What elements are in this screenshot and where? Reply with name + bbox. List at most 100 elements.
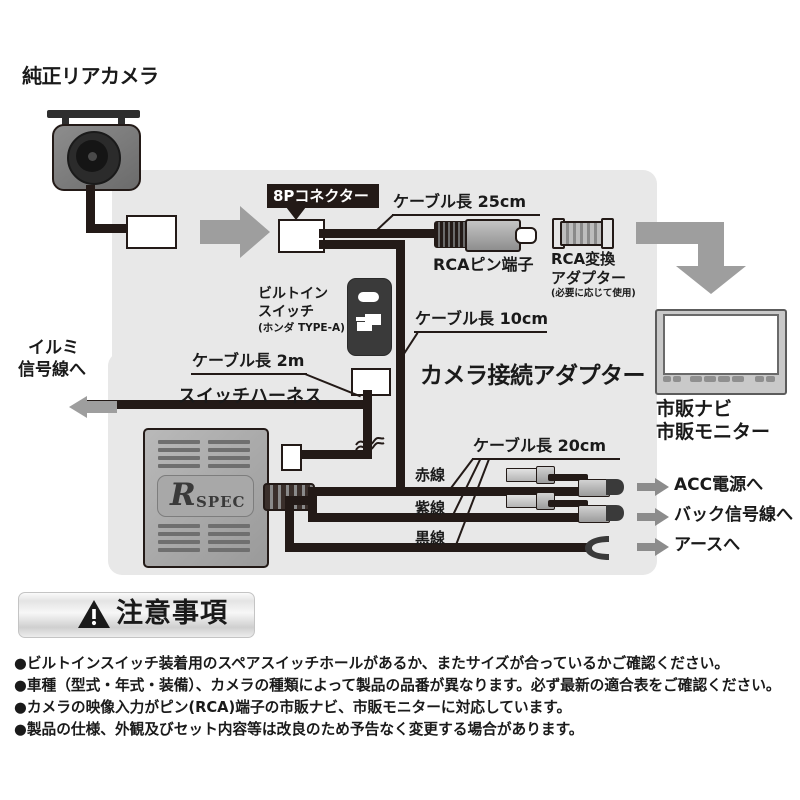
builtin-switch-note: (ホンダ TYPE-A) — [258, 322, 345, 334]
monitor-button — [732, 376, 744, 382]
rspec-vent — [208, 464, 250, 468]
builtin-switch-label-line1: ビルトイン — [258, 286, 328, 302]
rspec-vent — [158, 548, 200, 552]
rspec-vent — [208, 456, 250, 460]
main-cable-to-rca — [319, 229, 449, 238]
branch-cable-vertical — [396, 240, 405, 488]
adapter-title: カメラ接続アダプター — [420, 363, 646, 389]
rspec-brand-plate — [157, 475, 254, 517]
builtin-switch-label-line2: スイッチ — [258, 304, 314, 320]
switch-camera-pictogram-icon — [356, 314, 381, 331]
rca-plug-pin — [515, 227, 537, 244]
monitor-screen — [663, 314, 779, 375]
rspec-vent — [208, 532, 250, 536]
camera-bracket-leg-left — [62, 116, 69, 128]
rspec-vent — [158, 464, 200, 468]
cable-length-2m-underline — [191, 373, 307, 375]
cable-length-20-label: ケーブル長 20cm — [473, 436, 607, 455]
flow-arrow-right-icon — [200, 206, 270, 258]
rspec-vent — [208, 440, 250, 444]
destination-acc-label: ACC電源へ — [674, 475, 764, 495]
callout-pointer-icon — [286, 207, 306, 220]
rspec-vent — [158, 440, 200, 444]
camera-lens-center — [88, 152, 97, 161]
notice-item: ●製品の仕様、外観及びセット内容等は改良のため予告なく変更する場合があります。 — [14, 721, 584, 738]
dest-arrow-back-icon — [637, 508, 669, 526]
red-wire-jumper — [548, 474, 588, 481]
rspec-vent — [208, 448, 250, 452]
black-wire-horizontal — [285, 543, 588, 552]
dest-arrow-acc-icon — [637, 478, 669, 496]
camera-bracket — [47, 110, 140, 118]
cable-break-squiggle-icon — [355, 436, 385, 451]
monitor-button — [663, 376, 671, 382]
notice-heading: 注意事項 — [116, 598, 228, 629]
red-wire-inline-sleeve — [506, 468, 540, 482]
rspec-vent — [158, 524, 200, 528]
switch-harness-wire-down — [363, 390, 372, 458]
rca-plug-boot — [434, 221, 469, 248]
switch-harness-label: スイッチハーネス — [178, 386, 322, 407]
red-wire — [308, 487, 588, 496]
notice-item: ●ビルトインスイッチ装着用のスペアスイッチホールがあるか、またサイズが合っている… — [14, 655, 730, 672]
purple-wire-bullet-tip-icon — [606, 505, 624, 521]
flow-arrow-elbow-icon — [636, 222, 746, 294]
cable-length-25-label: ケーブル長 25cm — [393, 192, 527, 211]
cable-length-20-underline — [472, 458, 620, 460]
rca-adapter-cap-right — [601, 218, 614, 249]
monitor-label-line1: 市販ナビ — [656, 398, 733, 420]
camera-cable-horizontal — [86, 224, 130, 233]
dest-arrow-earth-icon — [637, 538, 669, 556]
connector-callout-badge — [267, 184, 379, 208]
switch-harness-wire-lower — [287, 450, 372, 459]
illumination-label-line2: 信号線へ — [18, 360, 86, 380]
monitor-button — [673, 376, 681, 382]
purple-wire-inline-sleeve — [506, 494, 540, 508]
rca-terminal-label: RCAピン端子 — [433, 255, 534, 274]
camera-bracket-leg-right — [118, 116, 125, 128]
cable-length-25-underline — [392, 214, 540, 216]
rspec-vent — [158, 540, 200, 544]
rca-adapter-note: (必要に応じて使用) — [551, 288, 636, 299]
connector-8p — [278, 219, 325, 253]
rca-adapter-label-line1: RCA変換 — [551, 250, 616, 268]
rspec-brand-letter: R — [170, 477, 196, 513]
monitor-button — [755, 376, 764, 382]
notice-item: ●車種（型式・年式・装備）、カメラの種類によって製品の品番が異なります。必ず最新… — [14, 677, 781, 694]
warning-triangle-icon — [78, 600, 110, 628]
rspec-vent — [158, 456, 200, 460]
monitor-button — [690, 376, 702, 382]
harness-inline-connector — [281, 444, 302, 471]
purple-wire-vertical — [308, 496, 317, 517]
rspec-vent — [208, 548, 250, 552]
rspec-vent — [208, 524, 250, 528]
cable-length-10-label: ケーブル長 10cm — [415, 309, 549, 328]
red-wire-label: 赤線 — [415, 466, 446, 484]
camera-plug — [126, 215, 177, 249]
cable-length-10-underline — [414, 331, 547, 333]
monitor-button — [704, 376, 716, 382]
switch-indicator-led — [358, 292, 379, 302]
rspec-vent — [158, 448, 200, 452]
notice-item: ●カメラの映像入力がピン(RCA)端子の市販ナビ、市販モニターに対応しています。 — [14, 699, 572, 716]
ground-fork-terminal-icon — [585, 536, 609, 560]
camera-title: 純正リアカメラ — [22, 64, 159, 88]
monitor-button — [766, 376, 775, 382]
purple-wire-jumper — [548, 500, 588, 507]
notice-heading-pill — [18, 592, 255, 638]
branch-cable-horizontal — [319, 240, 405, 249]
rca-adapter-label-line2: アダプター — [551, 269, 627, 287]
monitor-button — [718, 376, 730, 382]
cable-length-2m-label: ケーブル長 2m — [192, 351, 305, 370]
switch-harness-wire-horizontal — [82, 400, 367, 409]
rspec-vent — [208, 540, 250, 544]
destination-back-label: バック信号線へ — [674, 505, 793, 525]
black-wire-vertical — [285, 496, 294, 546]
monitor-label-line2: 市販モニター — [656, 421, 771, 443]
purple-wire-horizontal — [308, 513, 588, 522]
black-wire-bridge — [285, 496, 311, 505]
purple-wire-label: 紫線 — [415, 499, 446, 517]
red-wire-bullet-tip-icon — [606, 479, 624, 495]
rspec-brand-sub: SPEC — [196, 493, 246, 511]
illumination-arrow-left-icon — [69, 396, 117, 418]
